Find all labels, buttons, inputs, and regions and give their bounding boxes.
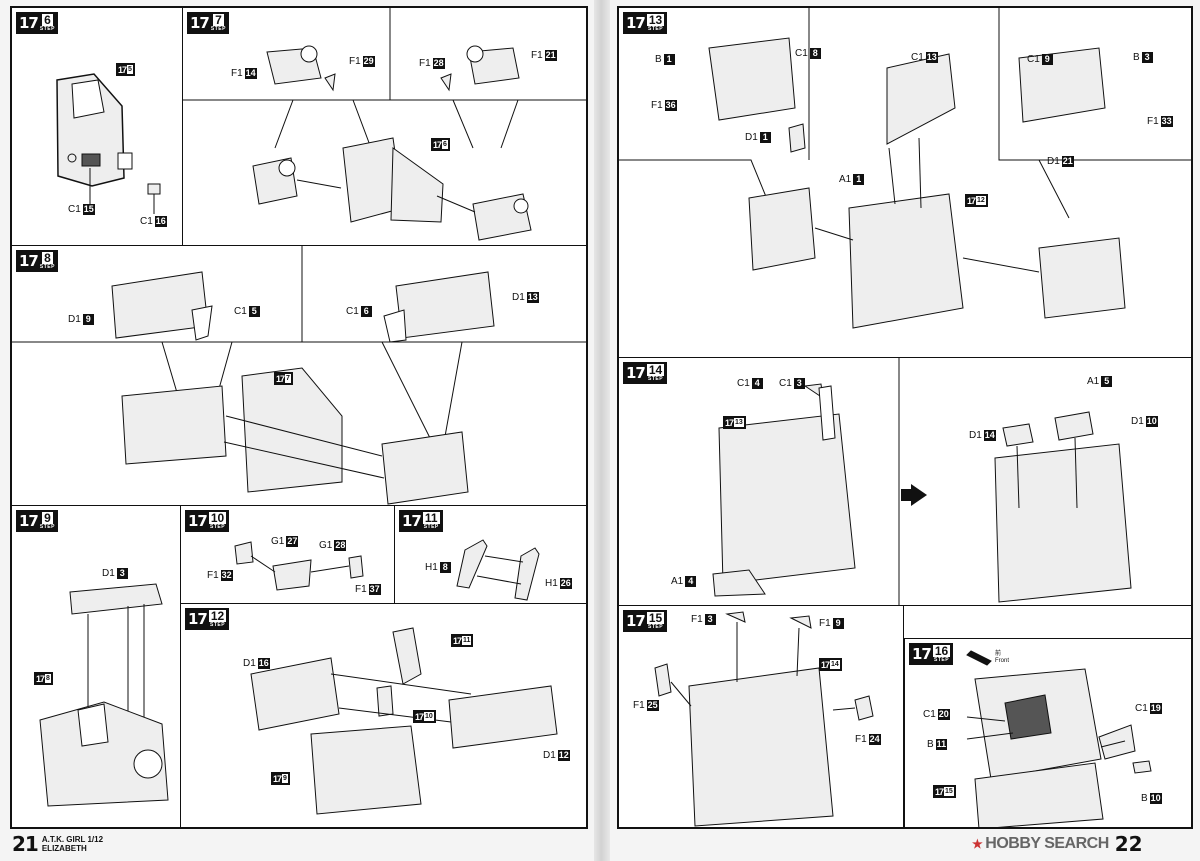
step-10-illustration xyxy=(234,541,364,591)
step-16-illustration xyxy=(966,650,1152,827)
page-number: 21 xyxy=(12,832,39,856)
step-6-illustration xyxy=(56,73,161,214)
step-11-illustration xyxy=(456,539,540,601)
right-footer: HOBBY SEARCH 22 xyxy=(972,832,1143,856)
next-arrow-icon xyxy=(901,484,927,506)
step-14-illustration xyxy=(712,358,1132,605)
step-9-illustration xyxy=(39,583,169,807)
step-15-illustration xyxy=(654,611,874,827)
step-13-illustration xyxy=(619,8,1191,329)
watermark: HOBBY SEARCH xyxy=(972,835,1109,853)
step-8-illustration xyxy=(12,246,586,505)
step-12-illustration xyxy=(250,627,558,815)
book-gutter xyxy=(594,0,610,861)
step-7-illustration xyxy=(183,8,586,241)
page-number: 22 xyxy=(1114,832,1143,856)
